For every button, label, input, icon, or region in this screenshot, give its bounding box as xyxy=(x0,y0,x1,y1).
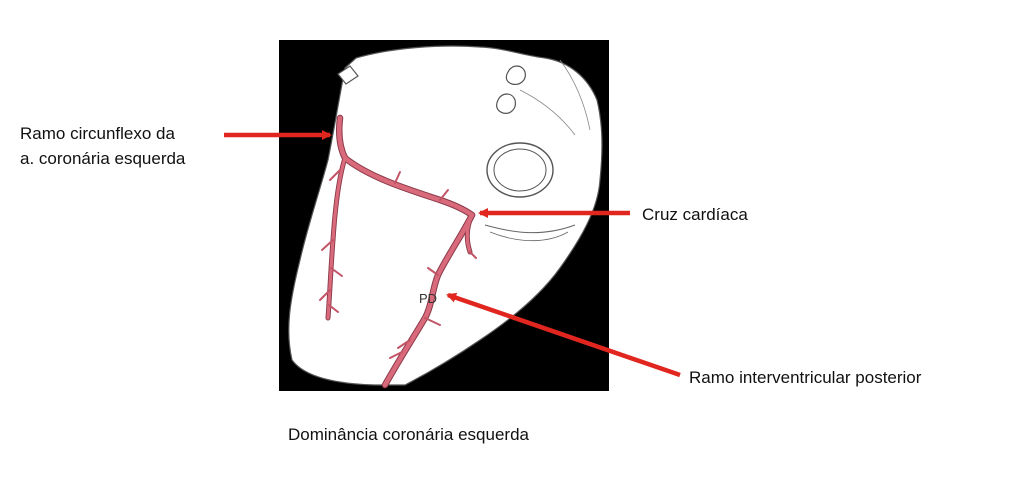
artery-twig xyxy=(321,239,334,251)
surface-line xyxy=(484,224,576,234)
label-circunflexo-line2: a. coronária esquerda xyxy=(20,149,186,168)
artery-twig xyxy=(397,339,411,349)
vessel-stump-middle xyxy=(496,93,516,114)
label-interventricular-posterior: Ramo interventricular posterior xyxy=(689,368,922,387)
annotation-arrows xyxy=(224,130,681,378)
artery-twig xyxy=(329,169,341,181)
vessel-stump-top xyxy=(505,65,526,85)
arrow-interventricular xyxy=(446,292,681,378)
artery-twig xyxy=(427,267,439,276)
surface-line xyxy=(559,59,591,131)
artery-posterior-interventricular xyxy=(382,212,475,388)
vessel-ring-inner xyxy=(493,148,547,192)
surface-line xyxy=(519,89,576,136)
artery-twig xyxy=(439,189,449,201)
artery-crux-branch xyxy=(465,213,474,254)
label-cruz-cardiaca: Cruz cardíaca xyxy=(642,205,748,224)
artery-twig xyxy=(469,251,477,259)
pdt-marker: PD xyxy=(419,291,437,306)
surface-line xyxy=(489,231,569,242)
artery-twig xyxy=(424,317,441,326)
artery-twig xyxy=(330,267,343,277)
artery-twig xyxy=(394,171,401,184)
artery-circumflex xyxy=(336,115,475,218)
label-circunflexo-line1: Ramo circunflexo da xyxy=(20,124,175,143)
label-circunflexo: Ramo circunflexo da a. coronária esquerd… xyxy=(20,121,185,171)
artery-twig xyxy=(319,289,331,301)
artery-twig xyxy=(328,304,339,313)
coronary-arteries xyxy=(319,114,477,389)
vessel-stump-left xyxy=(337,65,359,85)
figure-caption: Dominância coronária esquerda xyxy=(288,425,529,444)
artery-twig xyxy=(389,351,403,359)
